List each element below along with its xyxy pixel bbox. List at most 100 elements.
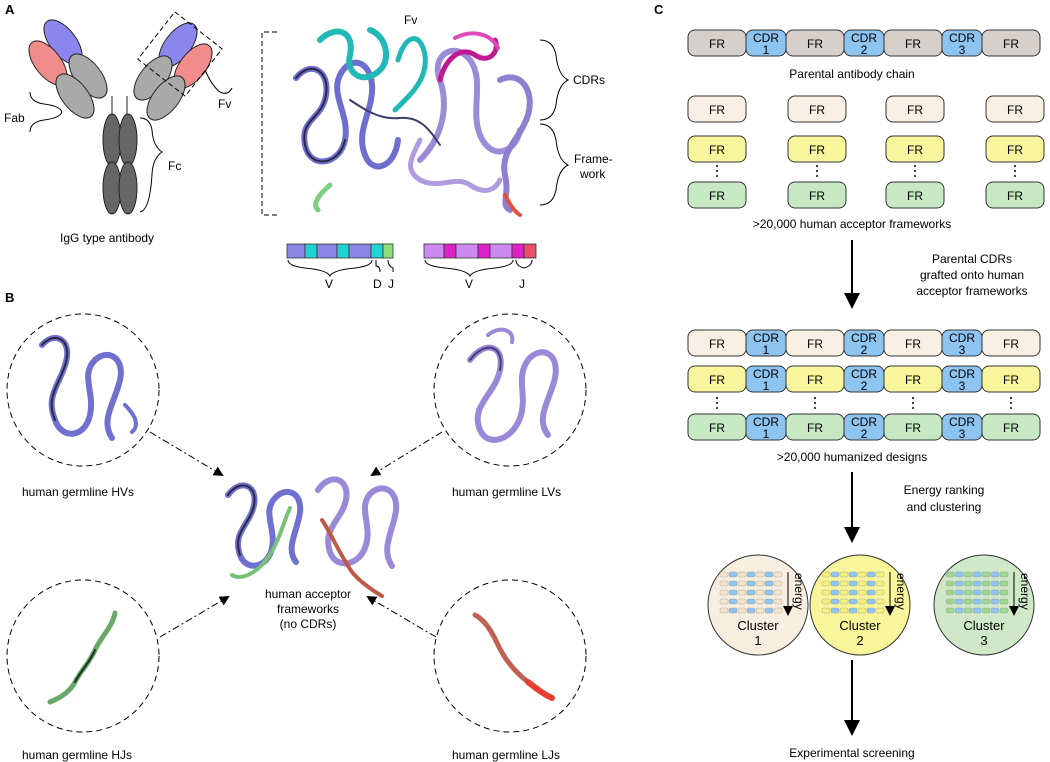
cdr-label: CDR (851, 31, 877, 45)
hv-circle (6, 313, 160, 467)
cluster-mini-cell (848, 580, 858, 587)
vh-bar-segment (304, 243, 318, 259)
cluster-mini-cell (746, 589, 756, 596)
fc-domain-4 (118, 161, 138, 215)
vl-gene-bar (423, 243, 537, 259)
cluster-mini-cell (821, 589, 831, 596)
ellipsis-dot (716, 175, 718, 177)
cluster-mini-cell (875, 589, 885, 596)
hj-arrow (159, 595, 230, 638)
cluster-mini-cell (746, 598, 756, 605)
cluster-mini-cell (848, 607, 858, 614)
cdr-number: 3 (959, 379, 966, 393)
ellipsis-dot (1010, 402, 1012, 404)
cluster-mini-cell (830, 598, 840, 605)
cluster-mini-cell (945, 571, 955, 578)
fr-label: FR (809, 103, 825, 117)
cluster-mini-cell (866, 607, 876, 614)
cdr-label: CDR (753, 31, 779, 45)
fr-label: FR (709, 37, 725, 51)
panel-b-circles (6, 313, 587, 733)
cluster-mini-cell (848, 598, 858, 605)
ellipsis-dot (914, 170, 916, 172)
cluster-mini-cell (737, 598, 747, 605)
cluster-mini-cell (728, 571, 738, 578)
energy-label: energy (894, 573, 908, 610)
fc-domain-2 (118, 113, 138, 167)
fr-label: FR (809, 143, 825, 157)
ellipsis-dot (816, 165, 818, 167)
lv-caption: human germline LVs (452, 485, 561, 499)
fr-label: FR (807, 37, 823, 51)
cluster-mini-cell (990, 589, 1000, 596)
graft-caption-3: acceptor frameworks (916, 284, 1027, 298)
vl-bar-segment (443, 243, 457, 259)
cluster-mini-cell (773, 607, 783, 614)
cluster-mini-cell (972, 571, 982, 578)
cdr-number: 2 (861, 379, 868, 393)
cluster-mini-cell (857, 580, 867, 587)
fr-segment (981, 365, 1041, 393)
cluster-circle (809, 554, 911, 656)
framework-box (885, 181, 945, 209)
antibody-brackets (29, 11, 233, 213)
fr-label: FR (905, 337, 921, 351)
cluster-mini-cell (746, 571, 756, 578)
clusters-row: energyCluster1energyCluster2energyCluste… (707, 554, 1035, 656)
cluster-mini-cell (857, 571, 867, 578)
cluster-label: Cluster (737, 618, 779, 633)
cdr-label: CDR (949, 31, 975, 45)
framework-box (787, 181, 847, 209)
rank-caption-1: Energy ranking (904, 483, 985, 497)
center-caption-2: frameworks (277, 602, 339, 616)
cluster-mini-cell (963, 598, 973, 605)
hj-fragment (47, 610, 118, 705)
framework-box (885, 95, 945, 123)
cluster-mini-cell (972, 580, 982, 587)
lj-arrow (366, 595, 437, 638)
cluster-mini-cell (954, 589, 964, 596)
fr-label: FR (709, 373, 725, 387)
fr-label: FR (807, 337, 823, 351)
cluster-mini-cell (755, 589, 765, 596)
fc-domain-3 (102, 161, 122, 215)
vl-bar-segment (477, 243, 491, 259)
cluster-mini-cell (773, 571, 783, 578)
vh-j-label: J (388, 277, 394, 291)
vh-d-label: D (373, 277, 382, 291)
cluster-mini-cell (875, 598, 885, 605)
graft-caption-2: grafted onto human (920, 268, 1024, 282)
cluster-mini-cell (719, 571, 729, 578)
cluster-mini-cell (821, 580, 831, 587)
cluster-mini-cell (972, 598, 982, 605)
hv-fragment (39, 334, 138, 441)
fv-label-cartoon: Fv (218, 97, 231, 111)
cluster-mini-cell (981, 580, 991, 587)
framework-brace (539, 123, 570, 206)
panel-label-b: B (5, 290, 14, 305)
fr-label: FR (1003, 421, 1019, 435)
vh-bar-segment (286, 243, 306, 259)
cluster-mini-cell (981, 607, 991, 614)
cluster-mini-cell (866, 571, 876, 578)
fr-label: FR (709, 421, 725, 435)
cluster-mini-cell (719, 598, 729, 605)
cluster-mini-cell (830, 571, 840, 578)
vl-bar-segment (489, 243, 513, 259)
cluster-mini-cell (764, 589, 774, 596)
acceptor-framework-structure (225, 476, 400, 598)
cdr-number: 1 (763, 43, 770, 57)
framework-label-2: work (579, 167, 606, 181)
cluster-mini-cell (839, 598, 849, 605)
cluster-mini-cell (746, 580, 756, 587)
cluster-mini-cell (875, 607, 885, 614)
lj-caption: human germline LJs (452, 748, 560, 762)
fr-segment (981, 413, 1041, 441)
igg-caption: IgG type antibody (60, 231, 154, 245)
vh-v-label: V (325, 277, 333, 291)
ellipsis-dot (1010, 407, 1012, 409)
vl-bar-segment (423, 243, 445, 259)
lv-fragment (467, 327, 559, 443)
